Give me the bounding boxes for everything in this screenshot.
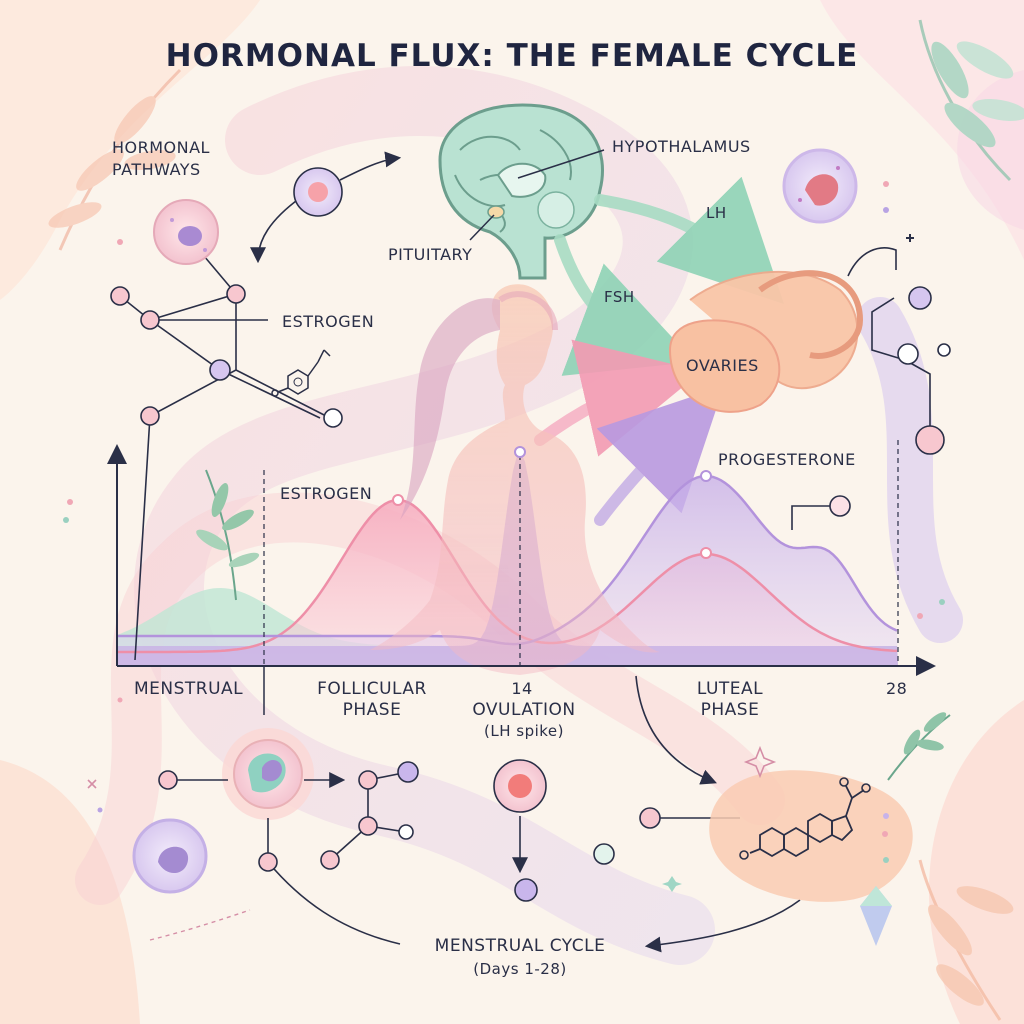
- leaf-icon: [918, 19, 1024, 182]
- cell-icon: [153, 199, 219, 265]
- label-menstrual-cycle: MENSTRUAL CYCLE: [434, 936, 606, 956]
- leaf-icon: [918, 859, 1014, 1021]
- cell-icon: [493, 759, 547, 813]
- label-luteal-phase: PHASE: [700, 700, 760, 720]
- label-fsh: FSH: [604, 288, 635, 306]
- sparkle-icon: [743, 745, 777, 779]
- label-lh-spike: (LH spike): [484, 722, 564, 740]
- cell-icon: [782, 148, 858, 224]
- label-hormonal: HORMONAL: [112, 138, 210, 157]
- cell-icon: [132, 818, 208, 894]
- label-day-14: 14: [511, 679, 533, 698]
- ovaries-icon: [668, 270, 864, 413]
- label-ovulation: OVULATION: [472, 700, 576, 720]
- label-estrogen-curve: ESTROGEN: [280, 484, 373, 503]
- cell-icon: [293, 167, 343, 217]
- label-estrogen-pathway: ESTROGEN: [282, 312, 375, 331]
- sparkle-icon: [906, 234, 914, 242]
- woman-figure: [370, 284, 660, 675]
- label-progesterone: PROGESTERONE: [718, 450, 856, 469]
- diamond-icon: [860, 886, 892, 946]
- label-follicular-phase: PHASE: [342, 700, 402, 720]
- label-pathways: PATHWAYS: [112, 160, 201, 179]
- leaf-icon: [48, 68, 182, 251]
- molecule-icon: [277, 349, 331, 395]
- cell-icon: [222, 728, 314, 820]
- label-ovaries: OVARIES: [686, 356, 759, 375]
- sparkle-icon: [662, 876, 682, 892]
- chart-progesterone-area: [117, 476, 898, 666]
- label-hypothalamus: HYPOTHALAMUS: [612, 137, 751, 156]
- label-pituitary: PITUITARY: [388, 245, 473, 264]
- label-lh: LH: [706, 204, 727, 222]
- leaf-icon: [887, 712, 951, 781]
- label-day-28: 28: [886, 679, 908, 698]
- leaf-icon: [196, 469, 260, 601]
- label-luteal: LUTEAL: [696, 679, 764, 699]
- label-follicular: FOLLICULAR: [317, 679, 427, 699]
- label-menstrual-phase: MENSTRUAL: [134, 679, 244, 699]
- label-cycle-days: (Days 1-28): [473, 960, 567, 978]
- molecule-icon: [749, 785, 865, 858]
- page-title: HORMONAL FLUX: THE FEMALE CYCLE: [165, 38, 859, 74]
